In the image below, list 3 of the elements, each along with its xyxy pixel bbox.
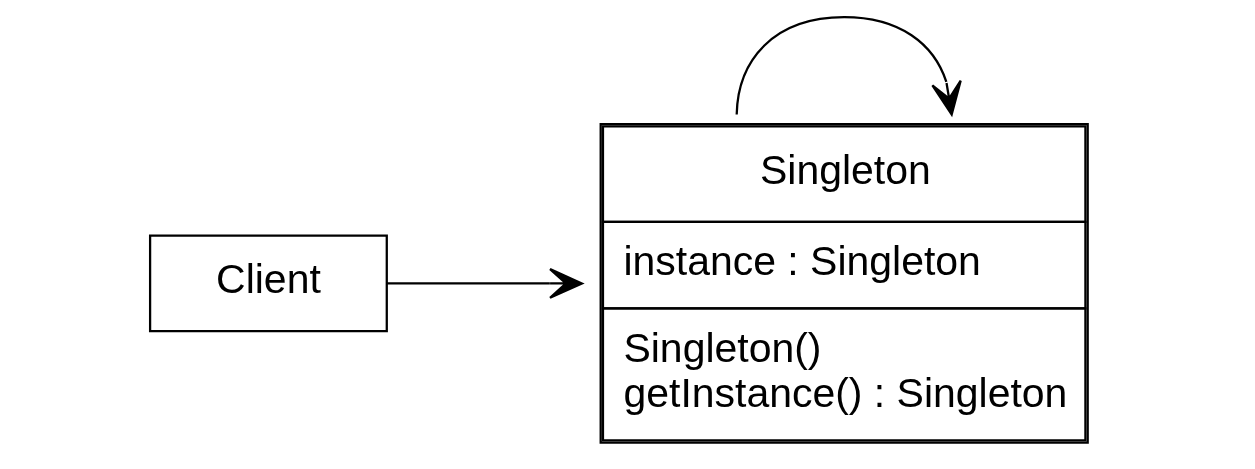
arrow (386, 267, 583, 299)
node-box: Client (148, 234, 388, 333)
arrow (735, 16, 962, 116)
